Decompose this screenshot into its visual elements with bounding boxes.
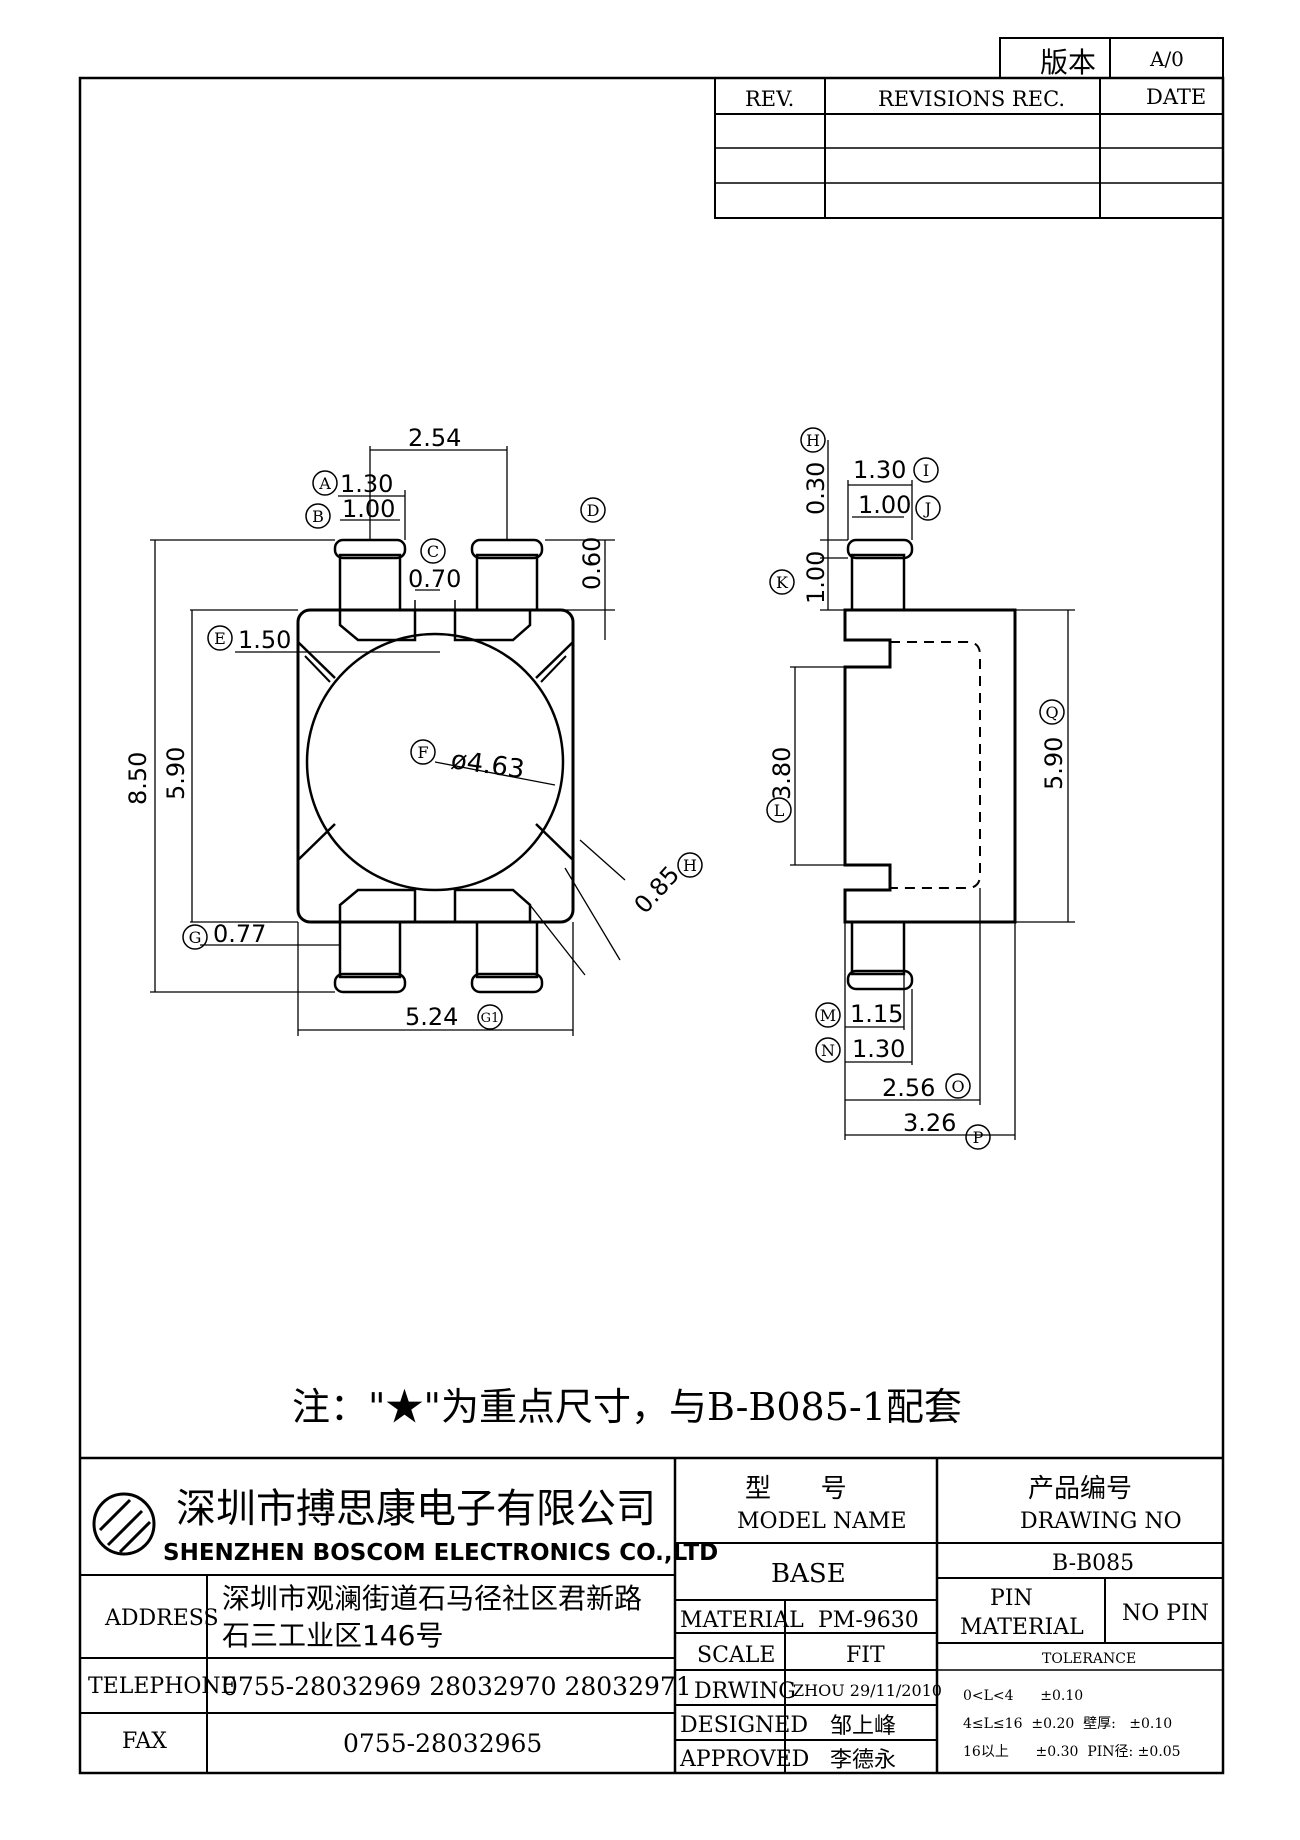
- front-view: 2.54 1.30 1.00 0.70 0.60 1.50 ø4.63 8.50…: [124, 424, 703, 1036]
- tag-d: D: [587, 501, 600, 520]
- dim-cavity: 3.80: [768, 747, 796, 800]
- drwing-label: DRWING: [694, 1679, 796, 1704]
- drawing-note: 注："★"为重点尺寸，与B-B085-1配套: [292, 1385, 962, 1429]
- tag-p: P: [973, 1128, 984, 1147]
- approved-value: 李德永: [830, 1748, 896, 1773]
- dim-side-height: 5.90: [1040, 737, 1068, 790]
- dim-m: 1.15: [850, 1000, 903, 1028]
- dim-offset: 0.77: [213, 920, 266, 948]
- drawing-label-en: DRAWING NO: [1020, 1509, 1182, 1534]
- dim-side-pin-outer: 1.30: [853, 456, 906, 484]
- telephone-value: 0755-28032969 28032970 28032971: [222, 1672, 692, 1701]
- drwing-value: ZHOU 29/11/2010: [793, 1681, 942, 1700]
- fax-label: FAX: [122, 1729, 167, 1754]
- pin-material-value: NO PIN: [1122, 1601, 1209, 1626]
- tag-n: N: [821, 1041, 835, 1060]
- tag-i: I: [923, 461, 929, 480]
- model-label-en: MODEL NAME: [737, 1509, 907, 1534]
- dim-n: 1.30: [852, 1035, 905, 1063]
- version-box: 版本 A/0: [999, 37, 1224, 79]
- revisions-header: REVISIONS REC.: [878, 87, 1065, 111]
- tag-e: E: [214, 629, 226, 648]
- drawing-value: B-B085: [1052, 1551, 1134, 1576]
- dim-gap: 0.70: [408, 565, 461, 593]
- tag-h-side: H: [806, 431, 820, 450]
- drawing-label-cn: 产品编号: [1028, 1474, 1132, 1504]
- address-line1: 深圳市观澜街道石马径社区君新路: [222, 1582, 642, 1615]
- tag-a: A: [318, 474, 331, 493]
- company-name-cn: 深圳市搏思康电子有限公司: [176, 1486, 656, 1532]
- designed-label: DESIGNED: [680, 1713, 808, 1738]
- pin-material-label-2: MATERIAL: [960, 1615, 1084, 1640]
- tolerance-row1: 0<L<4 ±0.10: [963, 1688, 1083, 1704]
- revision-table: REV. REVISIONS REC. DATE: [714, 77, 1224, 219]
- version-value: A/0: [1149, 47, 1184, 71]
- tag-k: K: [776, 573, 789, 592]
- tag-g: G: [189, 928, 202, 947]
- dim-bore: ø4.63: [449, 745, 526, 785]
- approved-label: APPROVED: [679, 1747, 809, 1772]
- bore-circle: [305, 632, 565, 892]
- dim-pin-height: 0.60: [578, 537, 606, 590]
- material-value: PM-9630: [818, 1608, 919, 1633]
- dim-pin-inner: 1.00: [342, 495, 395, 523]
- title-block: 深圳市搏思康电子有限公司 SHENZHEN BOSCOM ELECTRONICS…: [80, 1456, 1223, 1773]
- company-name-en: SHENZHEN BOSCOM ELECTRONICS CO.,LTD: [163, 1540, 718, 1566]
- tag-f: F: [417, 743, 428, 762]
- sheet-border: [78, 76, 1225, 1775]
- tag-h-front: H: [683, 856, 697, 875]
- dim-pitch: 2.54: [408, 424, 461, 452]
- side-view: 0.30 1.30 1.00 1.00 3.80 5.90 1.15 1.30 …: [766, 427, 1075, 1150]
- tag-b: B: [312, 507, 324, 526]
- pin-material-label-1: PIN: [990, 1586, 1033, 1611]
- tag-o: O: [951, 1077, 964, 1096]
- material-label: MATERIAL: [680, 1608, 804, 1633]
- tolerance-row2: 4≤L≤16 ±0.20 壁厚: ±0.10: [963, 1716, 1172, 1732]
- scale-label: SCALE: [697, 1643, 775, 1668]
- dim-width: 5.24: [405, 1003, 458, 1031]
- dim-slot: 1.50: [238, 626, 291, 654]
- tolerance-label: TOLERANCE: [1042, 1651, 1136, 1667]
- dim-pin-top: 0.30: [802, 462, 830, 515]
- address-line2: 石三工业区146号: [222, 1619, 443, 1652]
- front-body-outline: [296, 608, 575, 924]
- scale-value: FIT: [846, 1643, 885, 1668]
- tag-m: M: [820, 1006, 836, 1025]
- dim-p: 3.26: [903, 1109, 956, 1137]
- company-logo: [92, 1492, 156, 1556]
- dim-chamfer: 0.85: [629, 861, 686, 919]
- tolerance-row3: 16以上 ±0.30 PIN径: ±0.05: [963, 1744, 1181, 1760]
- version-label: 版本: [1040, 46, 1096, 79]
- tag-j: J: [923, 499, 931, 518]
- tag-g1: G1: [481, 1011, 500, 1026]
- tag-q: Q: [1045, 703, 1058, 722]
- dim-step: 1.00: [802, 551, 830, 604]
- address-label: ADDRESS: [104, 1606, 219, 1631]
- model-value: BASE: [771, 1559, 846, 1589]
- rev-header: REV.: [745, 87, 794, 111]
- telephone-label: TELEPHONE: [88, 1674, 237, 1699]
- designed-value: 邹上峰: [830, 1714, 896, 1739]
- date-header: DATE: [1146, 85, 1206, 109]
- model-label-cn: 型 号: [745, 1474, 847, 1504]
- dim-side-pin-inner: 1.00: [858, 491, 911, 519]
- tag-l: L: [774, 801, 785, 820]
- tag-c: C: [427, 542, 439, 561]
- dim-pin-outer: 1.30: [340, 470, 393, 498]
- dim-height-body: 5.90: [162, 747, 190, 800]
- dim-o: 2.56: [882, 1074, 935, 1102]
- dim-height-total: 8.50: [124, 752, 152, 805]
- fax-value: 0755-28032965: [343, 1729, 542, 1758]
